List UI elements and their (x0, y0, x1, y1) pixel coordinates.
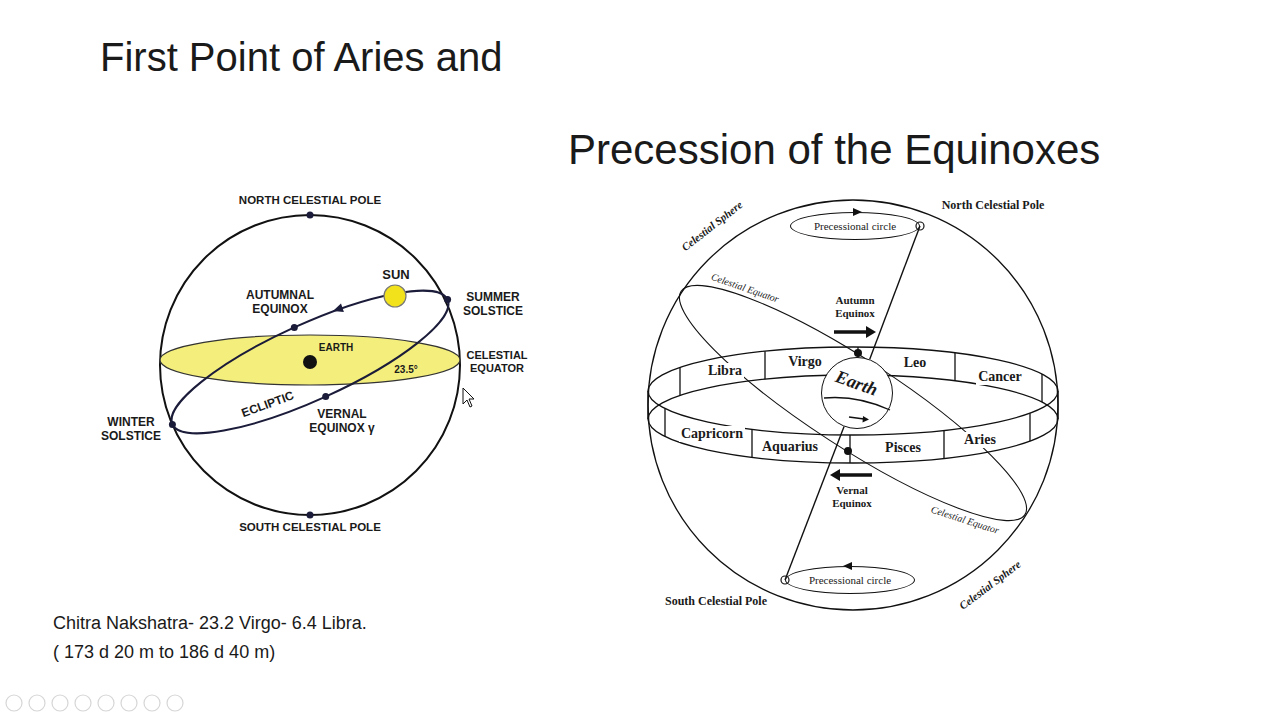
pole-label: NORTH CELESTIAL POLE (239, 194, 381, 207)
sun-disc (384, 285, 406, 307)
toolbar-icons (6, 695, 183, 711)
pole-label: North Celestial Pole (942, 199, 1045, 213)
point-label: Vernal Equinox (822, 484, 882, 509)
sphere-label: Celestial Sphere (957, 558, 1023, 612)
equinox-point (844, 447, 852, 455)
point-label: SUMMER SOLSTICE (453, 291, 533, 319)
equinox-point (854, 349, 862, 357)
slide-title: First Point of Aries and (100, 34, 502, 80)
celestial-sphere (160, 215, 460, 515)
equator-label: Celestial Equator (930, 504, 1001, 537)
sign-name: Leo (902, 355, 929, 371)
equinox-arrow (834, 326, 876, 338)
zodiac-sign: Aquarius (759, 438, 821, 456)
sign-name: Libra (706, 363, 744, 379)
polar-axis (870, 226, 920, 359)
body-label: EARTH (319, 342, 353, 354)
point-label: WINTER SOLSTICE (96, 416, 166, 444)
globe-name: Earth (833, 366, 881, 400)
note-text: Chitra Nakshatra- 23.2 Virgo- 6.4 Libra. (53, 613, 367, 634)
mouse-cursor (463, 388, 474, 407)
sphere-label: Celestial Sphere (679, 198, 745, 253)
sphere-points (169, 212, 451, 519)
sign-name: Virgo (786, 354, 824, 370)
zodiac-sign: Virgo (785, 353, 825, 371)
orbit-label: ECLIPTIC (240, 389, 296, 421)
zodiac-sign: Aries (961, 431, 999, 449)
zodiac-sign: Libra (705, 362, 745, 380)
zodiac-sign: Leo (901, 354, 930, 372)
earth-globe: Earth (821, 357, 893, 429)
celestial-equator (657, 254, 1049, 551)
point-label: AUTUMNAL EQUINOX (232, 289, 328, 317)
equinox-arrow (830, 469, 872, 481)
zodiac-sign: Capricorn (678, 425, 746, 443)
zodiac-sign: Pisces (882, 439, 924, 457)
precessional-circle: Precessional circle (790, 212, 920, 240)
orbit-arrow (333, 304, 344, 313)
sign-name: Aquarius (760, 439, 820, 455)
circle-name: Precessional circle (809, 574, 891, 587)
pole-label: SOUTH CELESTIAL POLE (239, 521, 381, 534)
sign-name: Cancer (976, 369, 1024, 385)
point-label: VERNAL EQUINOX γ (300, 408, 384, 436)
point-label: Autumn Equinox (825, 294, 885, 319)
ecliptic-orbit (157, 265, 463, 459)
body-label: SUN (382, 268, 409, 283)
slide-heading: Precession of the Equinoxes (568, 126, 1100, 174)
angle-label: 23.5° (394, 364, 417, 376)
note-text: ( 173 d 20 m to 186 d 40 m) (53, 642, 275, 663)
equator-label: Celestial Equator (710, 271, 781, 305)
zodiac-sign: Cancer (975, 368, 1025, 386)
sign-name: Capricorn (679, 426, 745, 442)
pole-label: South Celestial Pole (665, 595, 767, 609)
circle-name: Precessional circle (814, 220, 896, 233)
precessional-circle: Precessional circle (785, 566, 915, 594)
sign-name: Aries (962, 432, 998, 448)
sign-name: Pisces (883, 440, 923, 456)
equator-plane (160, 335, 460, 385)
celestial-sphere (648, 200, 1058, 610)
zodiac-band (648, 347, 1058, 463)
earth-dot (303, 355, 317, 369)
plane-label: CELESTIAL EQUATOR (462, 349, 532, 374)
